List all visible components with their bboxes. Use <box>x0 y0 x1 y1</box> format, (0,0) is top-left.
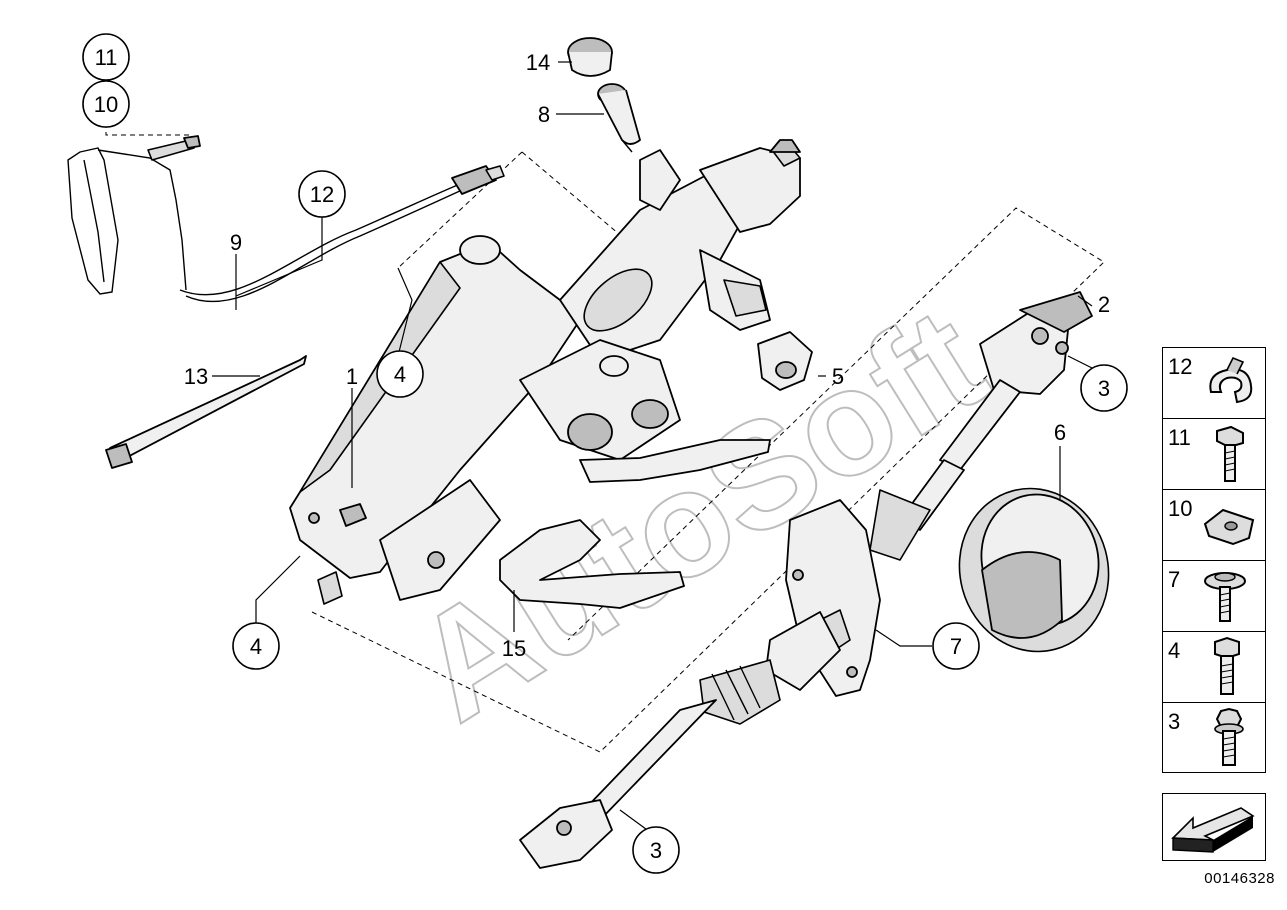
callout-label: 3 <box>1098 376 1110 401</box>
callout-label: 3 <box>650 838 662 863</box>
dust-boot-part <box>958 487 1110 653</box>
socket-bolt-icon <box>1214 636 1240 695</box>
callout-label: 2 <box>1098 292 1110 317</box>
callout-label: 7 <box>950 634 962 659</box>
adjust-lever-part <box>499 439 771 609</box>
legend-label: 11 <box>1168 425 1191 450</box>
clamp-nut-icon <box>1203 508 1255 546</box>
torx-bolt-icon <box>1214 707 1244 766</box>
callout-label: 4 <box>250 634 262 659</box>
bushing-part <box>757 331 813 391</box>
callout-8[interactable]: 8 <box>538 102 550 127</box>
callout-13[interactable]: 13 <box>184 364 208 389</box>
legend-item-10[interactable]: 10 <box>1162 489 1266 560</box>
legend-item-3[interactable]: 3 <box>1162 702 1266 773</box>
callout-15[interactable]: 15 <box>502 636 526 661</box>
callout-9[interactable]: 9 <box>230 230 242 255</box>
assembly-outline-10-11 <box>105 123 192 136</box>
cable-tie-part <box>105 355 307 469</box>
legend-label: 10 <box>1168 496 1193 521</box>
callout-label: 5 <box>832 364 844 389</box>
callout-label: 4 <box>394 362 406 387</box>
steering-column-part <box>289 139 801 605</box>
callout-label: 13 <box>184 364 208 389</box>
callout-2[interactable]: 2 <box>1098 292 1110 317</box>
back-navigation-button[interactable] <box>1162 793 1266 861</box>
lock-cylinder-part <box>597 83 641 153</box>
callout-3-upper[interactable]: 3 <box>1080 364 1128 412</box>
callout-6[interactable]: 6 <box>1054 420 1066 445</box>
legend-label: 7 <box>1168 567 1181 592</box>
leader-lines <box>212 61 1101 833</box>
callout-label: 9 <box>230 230 242 255</box>
cable-part <box>179 165 505 303</box>
lock-cap-part <box>567 37 613 77</box>
callout-label: 1 <box>346 364 358 389</box>
callout-label: 15 <box>502 636 526 661</box>
callout-12[interactable]: 12 <box>298 170 346 218</box>
callout-5[interactable]: 5 <box>832 364 844 389</box>
legend-item-7[interactable]: 7 <box>1162 560 1266 631</box>
legend-item-4[interactable]: 4 <box>1162 631 1266 702</box>
legend-label: 12 <box>1168 354 1193 379</box>
callout-1[interactable]: 1 <box>346 364 358 389</box>
callout-label: 10 <box>94 92 118 117</box>
steering-shaft-part <box>519 291 1093 869</box>
callout-11[interactable]: 11 <box>82 33 130 81</box>
hex-bolt-icon <box>1216 425 1244 482</box>
callout-label: 6 <box>1054 420 1066 445</box>
callout-7[interactable]: 7 <box>932 622 980 670</box>
legend-item-11[interactable]: 11 <box>1162 418 1266 489</box>
callout-label: 8 <box>538 102 550 127</box>
fastener-legend: 12 11 10 7 4 <box>1162 347 1266 773</box>
diagram-number: 00146328 <box>1204 870 1275 887</box>
callout-4-lower[interactable]: 4 <box>232 622 280 670</box>
callout-3-lower[interactable]: 3 <box>632 826 680 874</box>
callout-label: 11 <box>95 45 118 70</box>
clip-icon <box>1209 356 1253 404</box>
legend-item-12[interactable]: 12 <box>1162 347 1266 418</box>
wire-bracket-part <box>67 135 201 295</box>
callout-label: 14 <box>526 50 550 75</box>
callout-label: 12 <box>310 182 334 207</box>
arrow-back-icon <box>1171 807 1255 853</box>
callout-4-upper[interactable]: 4 <box>376 350 424 398</box>
legend-label: 3 <box>1168 709 1181 734</box>
callout-10[interactable]: 10 <box>82 80 130 128</box>
washer-screw-icon <box>1204 572 1246 622</box>
legend-label: 4 <box>1168 638 1181 663</box>
callout-14[interactable]: 14 <box>526 50 550 75</box>
